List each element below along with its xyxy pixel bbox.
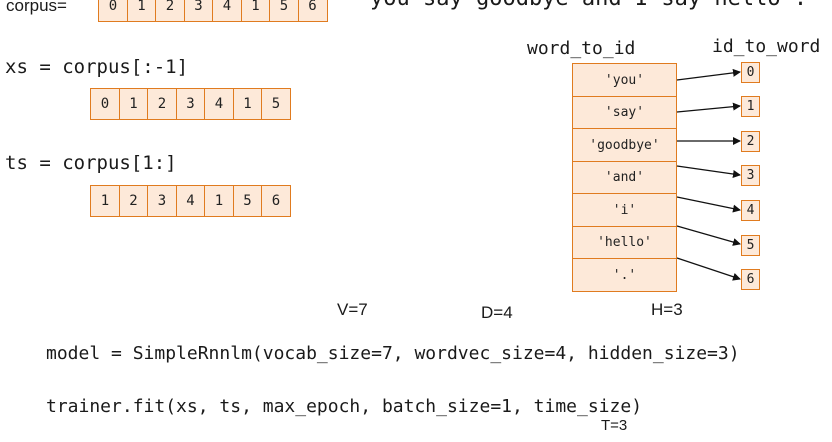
word-to-id-table: 'you' 'say' 'goodbye' 'and' 'i' 'hello' … [572, 63, 677, 292]
time-size-param: T=3 [601, 417, 628, 434]
id-cell: 2 [741, 131, 760, 152]
word-cell: 'say' [572, 95, 677, 130]
arrow [676, 225, 741, 246]
word-cell: 'you' [572, 63, 677, 97]
word-to-id-label: word_to_id [527, 38, 636, 59]
hidden-size-param: H=3 [651, 300, 683, 319]
ts-label: ts = corpus[1:] [5, 152, 177, 174]
xs-array: 0 1 2 3 4 1 5 [90, 88, 291, 120]
id-to-word-label: id_to_word [712, 36, 821, 57]
id-cell: 5 [741, 235, 760, 256]
word-cell: 'i' [572, 193, 677, 227]
id-cell: 0 [741, 62, 760, 83]
ts-cell: 6 [261, 185, 291, 217]
word-cell: 'and' [572, 160, 677, 195]
xs-cell: 1 [232, 88, 263, 120]
arrow [676, 102, 741, 113]
word-cell: 'hello' [572, 225, 677, 260]
trainer-code-line: trainer.fit(xs, ts, max_epoch, batch_siz… [46, 396, 643, 417]
corpus-array: 0 1 2 3 4 1 5 6 [98, 0, 328, 22]
xs-cell: 0 [90, 88, 120, 120]
arrow [676, 257, 741, 281]
xs-cell: 3 [175, 88, 206, 120]
corpus-cell: 6 [297, 0, 328, 22]
ts-cell: 3 [147, 185, 177, 217]
word-cell: 'goodbye' [572, 128, 677, 162]
xs-cell: 1 [118, 88, 149, 120]
model-code-line: model = SimpleRnnlm(vocab_size=7, wordve… [46, 343, 740, 364]
xs-cell: 2 [147, 88, 177, 120]
arrow [676, 196, 741, 213]
xs-cell: 5 [261, 88, 291, 120]
id-cell: 1 [741, 96, 760, 117]
id-cell: 4 [741, 200, 760, 221]
id-cell: 6 [741, 269, 760, 290]
xs-cell: 4 [204, 88, 234, 120]
ts-cell: 4 [175, 185, 206, 217]
word-cell: '.' [572, 258, 677, 292]
id-cell: 3 [741, 165, 760, 186]
corpus-label: corpus= [6, 0, 67, 15]
arrow [676, 165, 741, 178]
arrow [676, 68, 741, 81]
xs-label: xs = corpus[:-1] [5, 56, 189, 78]
sentence-text: you say goodbye and I say hello . [370, 0, 807, 11]
ts-array: 1 2 3 4 1 5 6 [90, 185, 291, 217]
vocab-size-param: V=7 [337, 300, 368, 319]
wordvec-size-param: D=4 [481, 303, 513, 322]
